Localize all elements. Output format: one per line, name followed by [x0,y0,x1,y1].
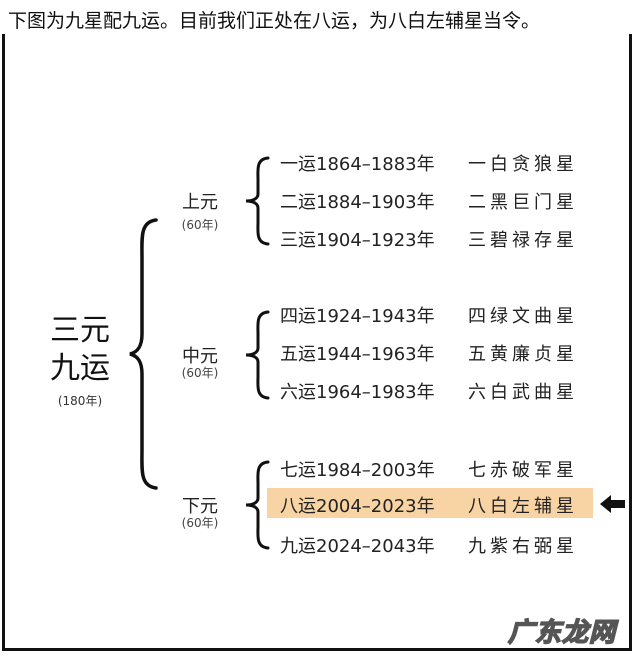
era-label-upper: 上元 [182,192,218,213]
era-sub-upper: (60年) [181,218,219,232]
left-arrow-icon [600,495,625,513]
main-title-line1: 三元 [50,313,110,348]
watermark: 广东龙网 [507,617,617,649]
main-title-line2: 九运 [50,351,110,386]
brace-icon [245,310,270,400]
brace-icon [245,460,270,550]
caption: 下图为九星配九运。目前我们正处在八运，为八白左辅星当令。 [8,10,541,32]
row-yun-9: 九运2024–2043年九紫右弼星 [280,536,578,557]
row-yun-8: 八运2004–2023年八白左辅星 [280,496,578,517]
main-title: 三元 九运 [40,312,120,388]
current-period-highlight [267,488,593,518]
era-label-middle: 中元 [182,346,218,367]
row-yun-3: 三运1904–1923年三碧禄存星 [280,230,578,251]
main-subtitle: (180年) [57,394,103,408]
row-yun-7: 七运1984–2003年七赤破军星 [280,460,578,481]
row-yun-6: 六运1964–1983年六白武曲星 [280,382,578,403]
diagram-frame [2,34,632,651]
brace-icon [245,156,270,246]
era-sub-lower: (60年) [181,516,219,530]
big-brace-icon [129,218,158,490]
row-yun-1: 一运1864–1883年一白贪狼星 [280,154,578,175]
row-yun-4: 四运1924–1943年四绿文曲星 [280,306,578,327]
row-yun-5: 五运1944–1963年五黄廉贞星 [280,344,578,365]
era-label-lower: 下元 [182,496,218,517]
row-yun-2: 二运1884–1903年二黑巨门星 [280,192,578,213]
era-sub-middle: (60年) [181,366,219,380]
